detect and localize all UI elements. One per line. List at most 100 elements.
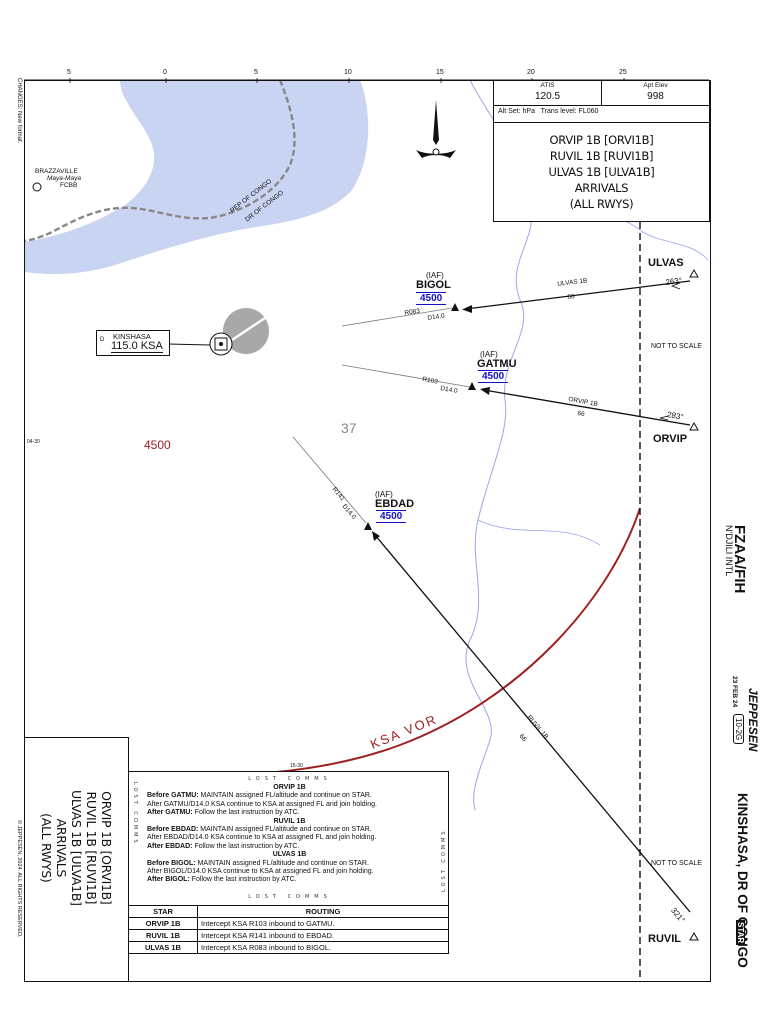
airport-name: N'DJILI INTL xyxy=(724,525,734,577)
ruvil-name: RUVIL xyxy=(648,933,681,945)
gatmu-iaf: (IAF) xyxy=(480,350,498,359)
lost-comms-strip: LOST COMMS xyxy=(441,828,447,892)
ulvas-name: ULVAS xyxy=(648,257,684,269)
ebdad-name: EBDAD xyxy=(375,498,415,510)
title-line: ULVAS 1B [ULVA1B] xyxy=(548,165,655,179)
routing-header: ROUTING xyxy=(197,905,449,918)
chart-type-badge: STAR xyxy=(736,920,745,946)
star-name: ULVAS 1B xyxy=(128,941,198,954)
lost-comm-line: After EBDAD/D14.0 KSA continue to KSA at… xyxy=(147,834,377,842)
airport-elevation: 998 xyxy=(647,91,664,102)
orvip-name: ORVIP xyxy=(653,433,688,445)
routing-table: STAR ROUTING ORVIP 1B Intercept KSA R103… xyxy=(128,905,449,954)
procedure-title: ORVIP 1B [ORVI1B] RUVIL 1B [RUVI1B] ULVA… xyxy=(494,132,709,212)
terrain-elevation: 37 xyxy=(341,420,357,436)
lost-comm-title: ORVIP 1B xyxy=(273,784,306,791)
lost-comms-content: ORVIP 1B Before GATMU: MAINTAIN assigned… xyxy=(147,784,432,885)
bigol-altitude: 4500 xyxy=(416,292,447,305)
star-name: RUVIL 1B xyxy=(128,929,198,942)
country-border xyxy=(25,81,296,243)
fix-gatmu-symbol xyxy=(468,382,476,390)
north-arrow xyxy=(416,100,456,158)
fix-ulvas-symbol xyxy=(689,268,699,278)
star-name: ORVIP 1B xyxy=(128,917,198,930)
ebdad-altitude: 4500 xyxy=(376,510,407,523)
changes-note: CHANGES: New format. xyxy=(16,78,22,144)
lost-comm-line: After GATMU: Follow the last instruction… xyxy=(147,809,300,817)
lost-comms-strip: LOST COMMS xyxy=(132,782,138,846)
lost-comm-line: After GATMU/D14.0 KSA continue to KSA at… xyxy=(147,800,377,808)
bigol-iaf: (IAF) xyxy=(426,271,444,280)
lost-comm-line: Before EBDAD: MAINTAIN assigned FL/altit… xyxy=(147,826,372,834)
lost-comm-title: RUVIL 1B xyxy=(273,817,306,825)
not-to-scale: NOT TO SCALE xyxy=(651,860,702,867)
atis-label: ATIS xyxy=(540,82,555,89)
lost-comms-strip: LOST COMMS xyxy=(248,894,332,900)
side-title-line: ORVIP 1B [ORVI1B] xyxy=(99,791,114,905)
orvip-distance: 66 xyxy=(576,410,586,419)
side-title: ORVIP 1B [ORVI1B] RUVIL 1B [RUVI1B] ULVA… xyxy=(39,790,114,906)
pool-malebo-water xyxy=(25,81,369,275)
dme-indicator: D xyxy=(100,337,105,343)
chart-index: 10-2G xyxy=(733,714,744,745)
scale-tick-label: 5 xyxy=(67,69,71,76)
not-to-scale: NOT TO SCALE xyxy=(651,343,702,350)
scale-tick-label: 25 xyxy=(619,69,627,76)
brazzaville-label: BRAZZAVILLE xyxy=(35,168,78,175)
routing-text: Intercept KSA R083 inbound to BIGOL. xyxy=(197,941,449,954)
side-title-line: (ALL RWYS) xyxy=(39,813,54,883)
copyright: © JEPPESEN, 2024. ALL RIGHTS RESERVED. xyxy=(16,820,22,938)
river-inlet xyxy=(25,210,115,252)
table-row: ORVIP 1B Intercept KSA R103 inbound to G… xyxy=(128,917,449,930)
river-tributary xyxy=(477,519,601,546)
scale-tick-label: 20 xyxy=(527,69,535,76)
fix-bigol-symbol xyxy=(451,303,459,311)
routing-text: Intercept KSA R103 inbound to GATMU. xyxy=(197,917,449,930)
table-row: ULVAS 1B Intercept KSA R083 inbound to B… xyxy=(128,941,449,954)
routing-text: Intercept KSA R141 inbound to EBDAD. xyxy=(197,929,449,942)
lost-comm-line: Before GATMU: MAINTAIN assigned FL/altit… xyxy=(147,792,372,800)
header-box: ATIS 120.5 Apt Elev 998 Alt Set: hPa Tra… xyxy=(493,80,710,222)
title-line: ARRIVALS xyxy=(574,181,629,195)
lost-comm-line: After BIGOL/D14.0 KSA continue to KSA at… xyxy=(147,868,374,876)
fcbb-label: FCBB xyxy=(60,182,78,189)
lost-comm-line: Before BIGOL: MAINTAIN assigned FL/altit… xyxy=(147,859,369,867)
fix-ebdad-symbol xyxy=(364,522,372,530)
ulvas-distance: 66 xyxy=(567,293,576,301)
elevation-label: Apt Elev xyxy=(643,82,668,89)
bigol-name: BIGOL xyxy=(416,279,451,291)
title-line: RUVIL 1B [RUVI1B] xyxy=(549,149,654,163)
vor-frequency: 115.0 KSA xyxy=(111,340,163,353)
lost-comm-line: After BIGOL: Follow the last instruction… xyxy=(147,876,297,884)
side-title-line: ULVAS 1B [ULVA1B] xyxy=(69,790,84,906)
title-line: (ALL RWYS) xyxy=(569,197,634,211)
title-line: ORVIP 1B [ORVI1B] xyxy=(549,133,654,147)
scale-tick-label: 5 xyxy=(254,69,258,76)
mayamaya-label: Maya-Maya xyxy=(47,175,81,182)
side-title-line: RUVIL 1B [RUVI1B] xyxy=(84,791,99,905)
gatmu-name: GATMU xyxy=(477,358,517,370)
scale-tick-label: 0 xyxy=(163,69,167,76)
publisher-logo: JEPPESEN xyxy=(746,688,760,752)
lost-comms-strip: LOST COMMS xyxy=(248,776,332,782)
routing-header: STAR xyxy=(128,905,198,918)
lost-comms-box: LOST COMMS LOST COMMS LOST COMMS LOST CO… xyxy=(128,771,449,906)
lost-comm-line: After EBDAD: Follow the last instruction… xyxy=(147,842,300,850)
altimeter-setting: Alt Set: hPa Trans level: FL060 xyxy=(498,108,599,115)
side-title-line: ARRIVALS xyxy=(54,818,69,878)
side-title-box xyxy=(24,737,129,982)
latitude-label: 15-30 xyxy=(290,763,303,769)
atis-frequency: 120.5 xyxy=(534,91,561,102)
brazzaville-airport-symbol xyxy=(32,182,42,192)
gatmu-altitude: 4500 xyxy=(478,370,509,383)
fix-orvip-symbol xyxy=(689,421,699,431)
msa-altitude: 4500 xyxy=(144,438,171,452)
table-row: RUVIL 1B Intercept KSA R141 inbound to E… xyxy=(128,929,449,942)
latitude-label: 04-30 xyxy=(27,439,40,445)
ebdad-iaf: (IAF) xyxy=(375,490,393,499)
fix-ruvil-symbol xyxy=(689,931,699,941)
lost-comm-title: ULVAS 1B xyxy=(272,851,307,859)
scale-tick-label: 10 xyxy=(344,69,352,76)
scale-tick-label: 15 xyxy=(436,69,444,76)
